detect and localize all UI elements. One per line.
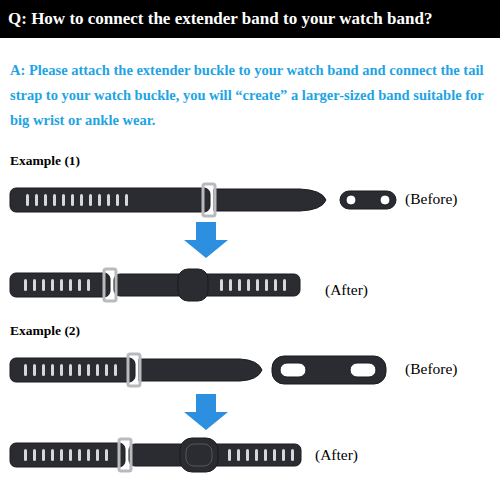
- band-hole: [229, 279, 232, 291]
- example-heading: Example (1): [10, 153, 80, 169]
- band-hole: [237, 449, 240, 461]
- band-hole: [265, 279, 268, 291]
- state-label: (Before): [405, 190, 458, 208]
- band-hole: [264, 449, 267, 461]
- band-hole: [228, 449, 231, 461]
- state-label: (Before): [405, 360, 458, 378]
- example-heading: Example (2): [10, 323, 80, 339]
- band-hole: [274, 279, 277, 291]
- band-hole: [87, 364, 90, 376]
- band-hole: [78, 279, 81, 291]
- band-hole: [238, 279, 241, 291]
- band-hole: [116, 194, 119, 206]
- page-title: Q: How to connect the extender band to y…: [8, 9, 432, 29]
- band-hole: [255, 449, 258, 461]
- band-hole: [247, 279, 250, 291]
- band-hole: [44, 194, 47, 206]
- band-hole: [89, 194, 92, 206]
- band-hole: [24, 449, 27, 461]
- band-hole: [62, 194, 65, 206]
- band-hole: [35, 194, 38, 206]
- band-hole: [96, 364, 99, 376]
- band-hole: [51, 364, 54, 376]
- band-hole: [87, 449, 90, 461]
- state-label: (After): [325, 281, 368, 299]
- band-hole: [60, 279, 63, 291]
- band-hole: [107, 194, 110, 206]
- band-hole: [282, 449, 285, 461]
- band-hole: [291, 449, 294, 461]
- band-hole: [51, 449, 54, 461]
- band-hole: [60, 364, 63, 376]
- band-hole: [96, 449, 99, 461]
- band-hole: [42, 449, 45, 461]
- band-hole: [125, 194, 128, 206]
- band-hole: [51, 279, 54, 291]
- band-hole: [98, 194, 101, 206]
- band-hole: [71, 194, 74, 206]
- band-hole: [114, 364, 117, 376]
- band-hole: [33, 449, 36, 461]
- answer-text: A: Please attach the extender buckle to …: [10, 58, 492, 133]
- band-hole: [42, 279, 45, 291]
- band-hole: [53, 194, 56, 206]
- band-hole: [283, 279, 286, 291]
- band-hole: [87, 279, 90, 291]
- band-hole: [78, 364, 81, 376]
- band-hole: [42, 364, 45, 376]
- band-hole: [220, 279, 223, 291]
- band-hole: [24, 279, 27, 291]
- band-hole: [69, 449, 72, 461]
- band-hole: [256, 279, 259, 291]
- band-hole: [80, 194, 83, 206]
- band-hole: [78, 449, 81, 461]
- band-hole: [69, 364, 72, 376]
- band-hole: [60, 449, 63, 461]
- band-hole: [33, 364, 36, 376]
- state-label: (After): [315, 446, 358, 464]
- band-hole: [273, 449, 276, 461]
- band-hole: [26, 194, 29, 206]
- band-hole: [105, 364, 108, 376]
- band-hole: [33, 279, 36, 291]
- band-hole: [24, 364, 27, 376]
- band-hole: [69, 279, 72, 291]
- band-hole: [105, 449, 108, 461]
- band-hole: [246, 449, 249, 461]
